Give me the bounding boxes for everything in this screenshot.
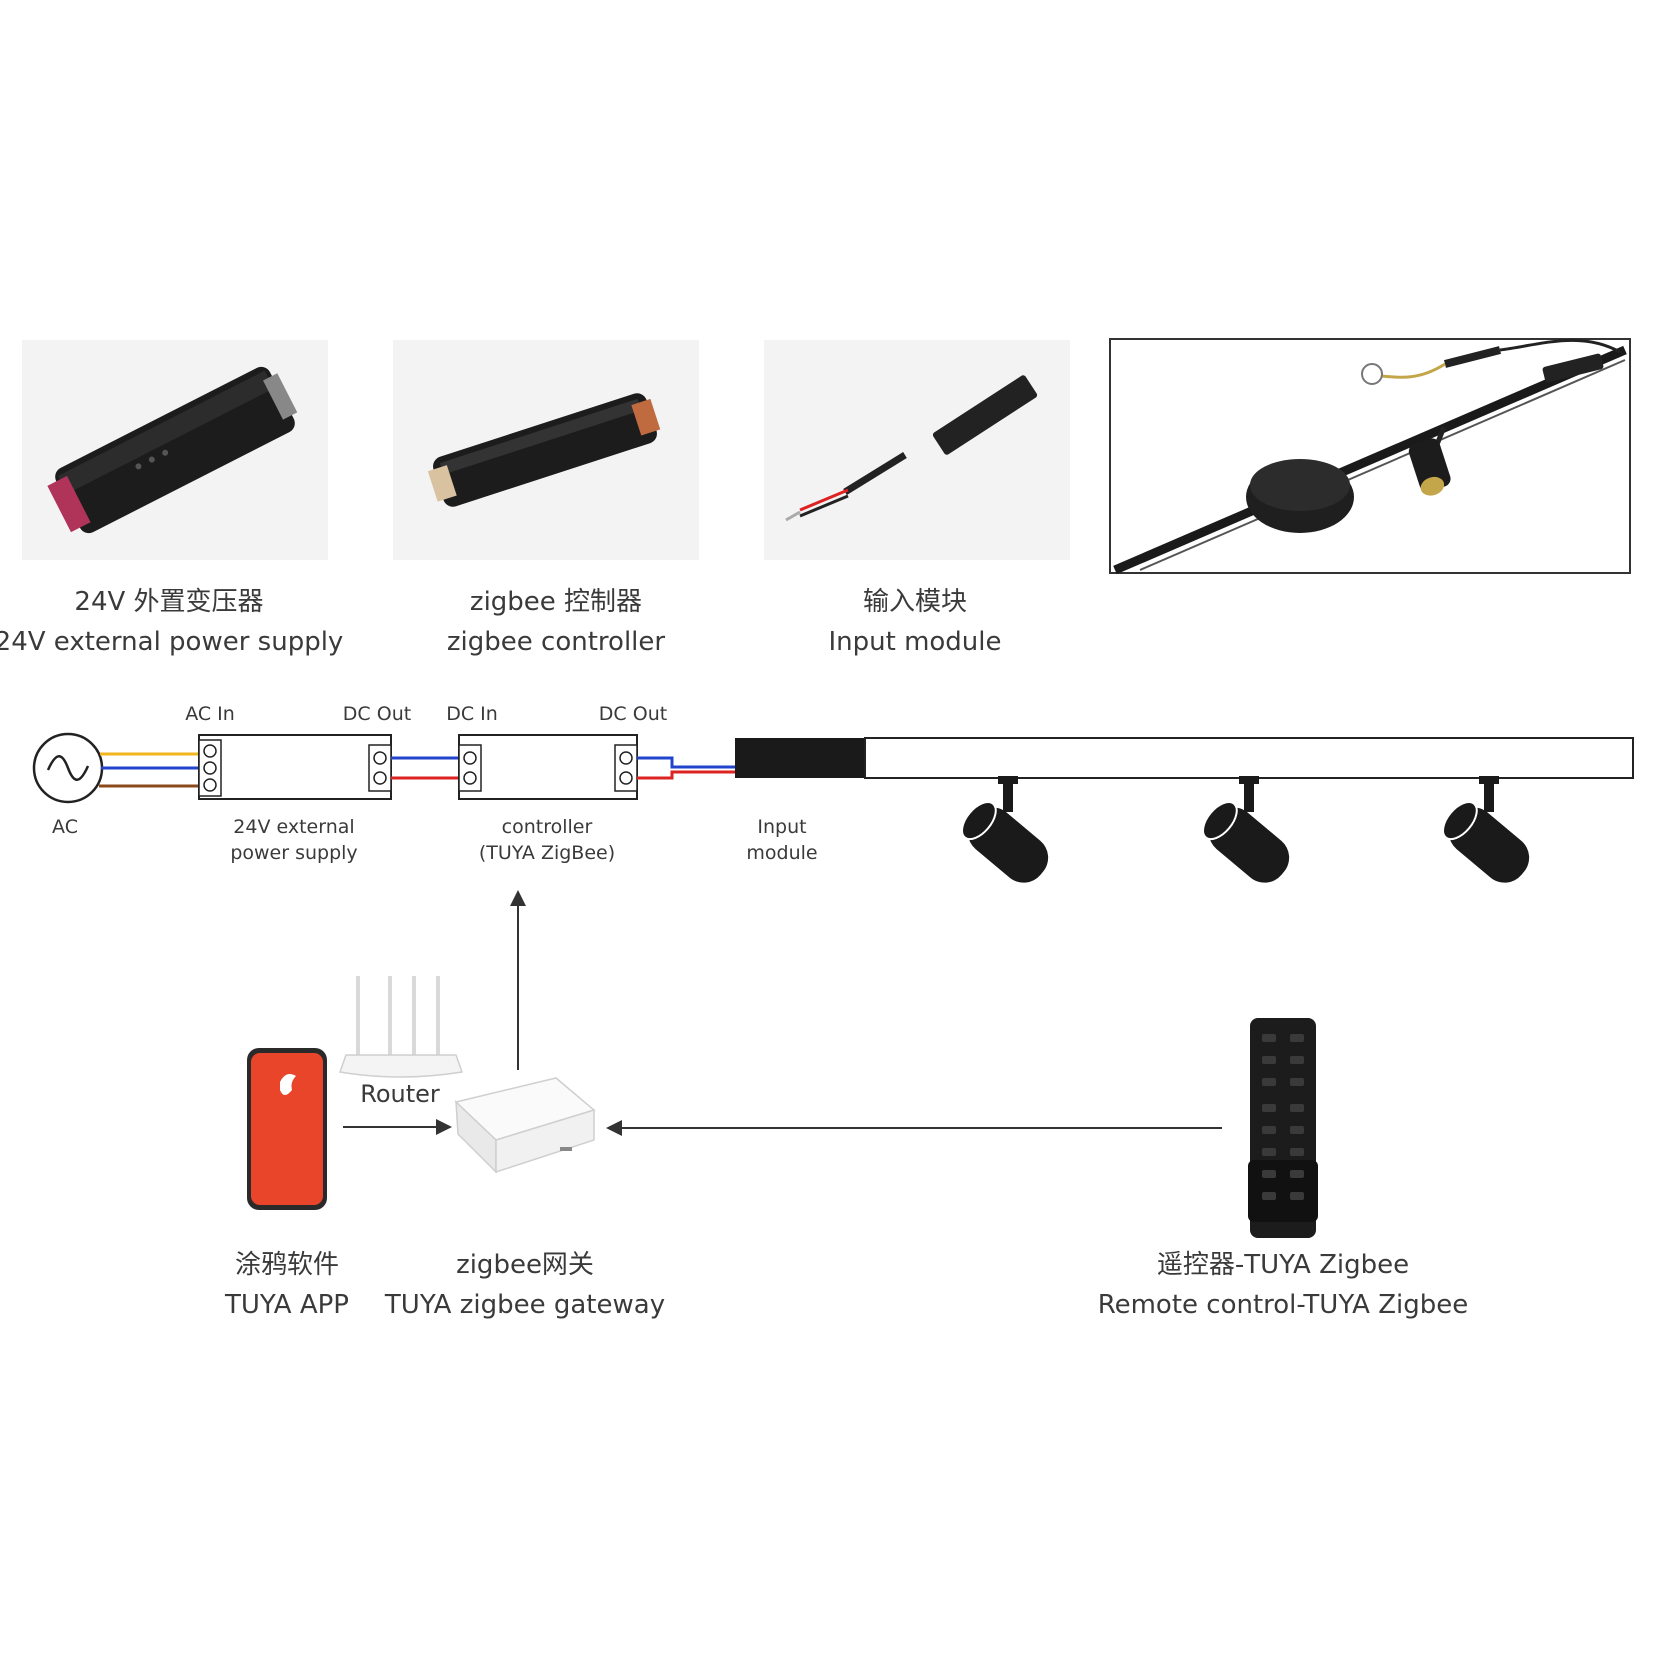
input-module-name-line2: module <box>746 842 817 864</box>
power-supply-caption-en: 24V external power supply <box>0 627 343 657</box>
power-supply-caption-cn: 24V 外置变压器 <box>74 587 263 617</box>
controller-caption-en: zigbee controller <box>447 627 665 657</box>
track-spotlight <box>1202 776 1290 883</box>
power-supply-dc-out-label: DC Out <box>343 703 411 725</box>
app-caption-en: TUYA APP <box>224 1290 349 1320</box>
input-module-photo <box>764 340 1070 560</box>
input-module-caption-en: Input module <box>828 627 1001 657</box>
wire-red-out <box>637 770 735 780</box>
router-label: Router <box>360 1080 440 1108</box>
gateway-caption-en: TUYA zigbee gateway <box>384 1290 665 1320</box>
power-supply-ac-in-label: AC In <box>185 703 235 725</box>
track-rail <box>864 737 1634 779</box>
remote-caption-cn: 遥控器-TUYA Zigbee <box>1157 1250 1409 1280</box>
controller-name-line2: (TUYA ZigBee) <box>479 842 615 864</box>
power-supply-box <box>198 734 392 800</box>
ac-label: AC <box>52 816 78 838</box>
router-icon <box>338 976 464 1078</box>
ac-source-symbol <box>32 732 104 804</box>
controller-dc-in-label: DC In <box>446 703 498 725</box>
arrow-gateway-to-controller <box>510 890 526 1070</box>
phone-app-icon <box>247 1048 327 1210</box>
power-supply-name-line1: 24V external <box>233 816 354 838</box>
input-module-block <box>735 738 865 778</box>
controller-name-line1: controller <box>502 816 593 838</box>
controller-box <box>458 734 638 800</box>
controller-dc-out-label: DC Out <box>599 703 667 725</box>
input-module-caption-cn: 输入模块 <box>863 587 967 617</box>
wire-blue-out <box>637 756 735 769</box>
remote-caption-en: Remote control-TUYA Zigbee <box>1098 1290 1469 1320</box>
arrow-app-to-gateway <box>343 1119 452 1135</box>
zigbee-gateway-icon <box>454 1077 596 1174</box>
track-spotlight <box>961 776 1049 883</box>
gateway-caption-cn: zigbee网关 <box>456 1250 594 1280</box>
remote-control-icon <box>1248 1018 1318 1238</box>
track-spotlight <box>1442 776 1530 883</box>
controller-caption-cn: zigbee 控制器 <box>470 587 642 617</box>
arrow-remote-to-gateway <box>606 1120 1222 1136</box>
input-module-name-line1: Input <box>757 816 806 838</box>
zigbee-controller-photo <box>393 340 699 560</box>
app-caption-cn: 涂鸦软件 <box>235 1250 339 1280</box>
track-installation-photo <box>1109 338 1631 575</box>
power-supply-name-line2: power supply <box>230 842 357 864</box>
power-supply-photo <box>22 340 328 560</box>
